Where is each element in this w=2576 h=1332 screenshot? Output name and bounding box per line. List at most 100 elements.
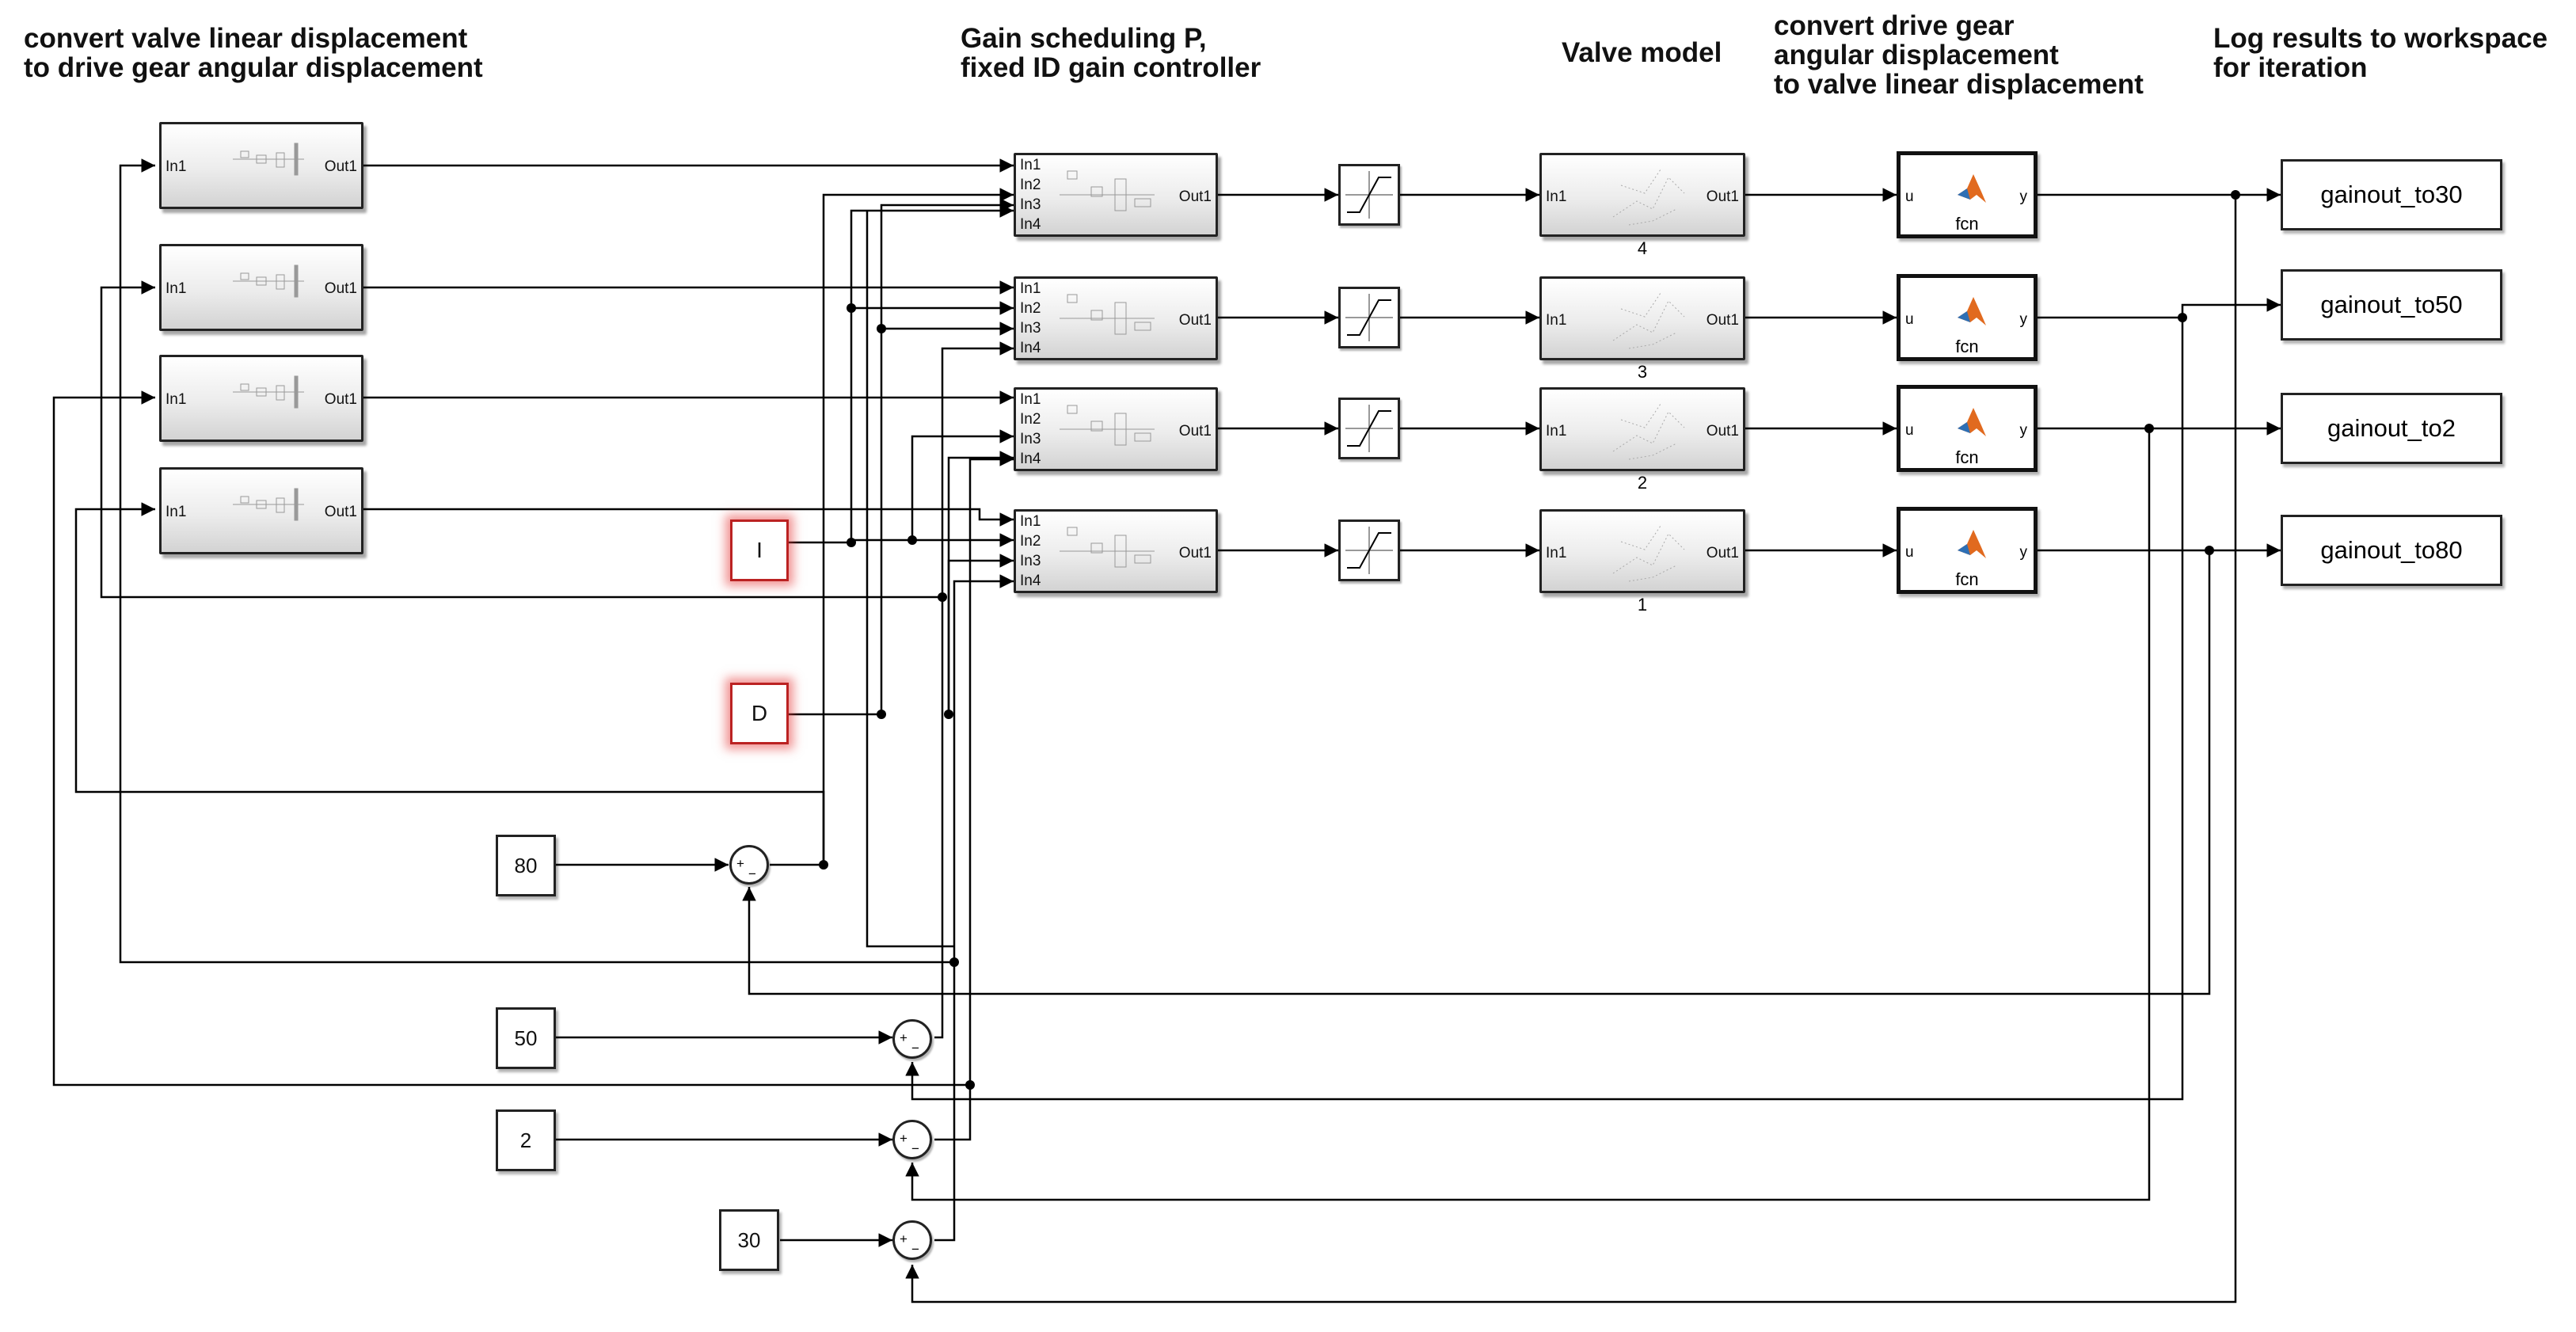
matlab-function-block-1[interactable]: u y fcn xyxy=(1897,151,2038,238)
in-port-label: In1 xyxy=(1546,188,1567,205)
in-port-label: In1 xyxy=(166,391,187,408)
constant-block-50[interactable]: 50 xyxy=(496,1007,556,1069)
subsystem-preview-icon xyxy=(1060,527,1155,568)
conversion-subsystem-2[interactable]: In1 Out1 xyxy=(159,244,363,331)
matlab-function-block-4[interactable]: u y fcn xyxy=(1897,507,2038,594)
annotation-line: for iteration xyxy=(2213,52,2368,83)
controller-subsystem-2[interactable]: In1 In2 In3 In4 Out1 xyxy=(1014,276,1218,360)
subsystem-preview-icon xyxy=(1612,169,1685,226)
out-port-label: Out1 xyxy=(324,391,357,408)
in-port-label: In1 xyxy=(1020,513,1041,530)
subsystem-preview-icon xyxy=(1060,405,1155,446)
conversion-subsystem-4[interactable]: In1 Out1 xyxy=(159,467,363,554)
sum-block-2[interactable]: +− xyxy=(892,1019,932,1059)
annotation-line: Gain scheduling P, xyxy=(961,23,1207,54)
in-port-label: In3 xyxy=(1020,320,1041,337)
in-port-label: In3 xyxy=(1020,553,1041,569)
out-port-label: Out1 xyxy=(1178,312,1212,329)
annotation-line: convert valve linear displacement xyxy=(24,23,468,54)
annotation-line: to drive gear angular displacement xyxy=(24,52,483,83)
valve-model-label: 1 xyxy=(1637,595,1648,615)
subsystem-preview-icon xyxy=(233,143,304,176)
minus-sign: − xyxy=(911,1242,919,1257)
to-workspace-block-3[interactable]: gainout_to2 xyxy=(2281,393,2502,464)
saturation-block-3[interactable] xyxy=(1338,398,1400,459)
subsystem-preview-icon xyxy=(1612,292,1685,349)
valve-model-3[interactable]: In1 Out1 xyxy=(1539,387,1745,471)
saturation-block-2[interactable] xyxy=(1338,287,1400,348)
annotation-line: fixed ID gain controller xyxy=(961,52,1261,83)
plus-sign: + xyxy=(900,1131,907,1146)
subsystem-preview-icon xyxy=(1612,525,1685,582)
valve-model-label: 4 xyxy=(1637,238,1648,258)
in-port-label: In2 xyxy=(1020,411,1041,428)
annotation-controller: Gain scheduling P, fixed ID gain control… xyxy=(961,24,1261,82)
in-port-label: In4 xyxy=(1020,340,1041,356)
in-port-label: u xyxy=(1905,311,1914,328)
saturation-block-1[interactable] xyxy=(1338,164,1400,226)
annotation-line: convert drive gear xyxy=(1774,10,2015,41)
out-port-label: y xyxy=(2019,422,2028,439)
in-port-label: In4 xyxy=(1020,216,1041,233)
annotation-line: to valve linear displacement xyxy=(1774,69,2144,100)
controller-subsystem-3[interactable]: In1 In2 In3 In4 Out1 xyxy=(1014,387,1218,471)
constant-block-30[interactable]: 30 xyxy=(719,1209,779,1271)
matlab-function-block-2[interactable]: u y fcn xyxy=(1897,274,2038,361)
subsystem-preview-icon xyxy=(1612,403,1685,460)
constant-block-2[interactable]: 2 xyxy=(496,1109,556,1171)
sum-block-3[interactable]: +− xyxy=(892,1120,932,1159)
in-port-label: In2 xyxy=(1020,177,1041,193)
valve-model-label: 2 xyxy=(1637,473,1648,493)
subsystem-preview-icon xyxy=(1060,294,1155,335)
out-port-label: Out1 xyxy=(1706,312,1739,329)
conversion-subsystem-3[interactable]: In1 Out1 xyxy=(159,355,363,442)
matlab-logo-icon xyxy=(1958,530,1986,558)
in-port-label: In2 xyxy=(1020,300,1041,317)
sum-block-1[interactable]: +− xyxy=(729,845,769,885)
subsystem-preview-icon xyxy=(233,375,304,409)
in-port-label: In3 xyxy=(1020,431,1041,447)
out-port-label: Out1 xyxy=(1178,188,1212,205)
valve-model-2[interactable]: In1 Out1 xyxy=(1539,276,1745,360)
constant-block-80[interactable]: 80 xyxy=(496,835,556,896)
plus-sign: + xyxy=(900,1231,907,1246)
controller-subsystem-1[interactable]: In1 In2 In3 In4 Out1 xyxy=(1014,153,1218,237)
in-port-label: In1 xyxy=(166,158,187,175)
annotation-line: Valve model xyxy=(1562,37,1722,68)
gain-block-i[interactable]: I xyxy=(730,519,789,581)
valve-model-4[interactable]: In1 Out1 xyxy=(1539,509,1745,593)
in-port-label: In1 xyxy=(1546,423,1567,440)
out-port-label: Out1 xyxy=(1706,545,1739,561)
in-port-label: In1 xyxy=(1546,545,1567,561)
saturation-block-4[interactable] xyxy=(1338,519,1400,581)
in-port-label: In1 xyxy=(1020,280,1041,297)
valve-model-1[interactable]: In1 Out1 xyxy=(1539,153,1745,237)
minus-sign: − xyxy=(911,1041,919,1056)
matlab-function-block-3[interactable]: u y fcn xyxy=(1897,385,2038,472)
to-workspace-block-1[interactable]: gainout_to30 xyxy=(2281,159,2502,230)
annotation-line: Log results to workspace xyxy=(2213,23,2548,54)
subsystem-preview-icon xyxy=(233,264,304,298)
in-port-label: In1 xyxy=(1546,312,1567,329)
saturation-icon xyxy=(1345,294,1393,341)
sum-block-4[interactable]: +− xyxy=(892,1220,932,1260)
controller-subsystem-4[interactable]: In1 In2 In3 In4 Out1 xyxy=(1014,509,1218,593)
conversion-subsystem-1[interactable]: In1 Out1 xyxy=(159,122,363,209)
out-port-label: Out1 xyxy=(324,504,357,520)
in-port-label: In1 xyxy=(166,280,187,297)
annotation-line: angular displacement xyxy=(1774,40,2059,70)
matlab-logo-icon xyxy=(1958,297,1986,325)
in-port-label: In4 xyxy=(1020,451,1041,467)
gain-block-d[interactable]: D xyxy=(730,683,789,744)
to-workspace-block-4[interactable]: gainout_to80 xyxy=(2281,515,2502,586)
function-name: fcn xyxy=(1955,569,1979,589)
out-port-label: Out1 xyxy=(1706,188,1739,205)
to-workspace-block-2[interactable]: gainout_to50 xyxy=(2281,269,2502,341)
in-port-label: In1 xyxy=(1020,391,1041,408)
valve-model-label: 3 xyxy=(1637,362,1648,382)
in-port-label: u xyxy=(1905,188,1914,205)
in-port-label: In1 xyxy=(166,504,187,520)
in-port-label: In3 xyxy=(1020,196,1041,213)
out-port-label: y xyxy=(2019,188,2028,205)
